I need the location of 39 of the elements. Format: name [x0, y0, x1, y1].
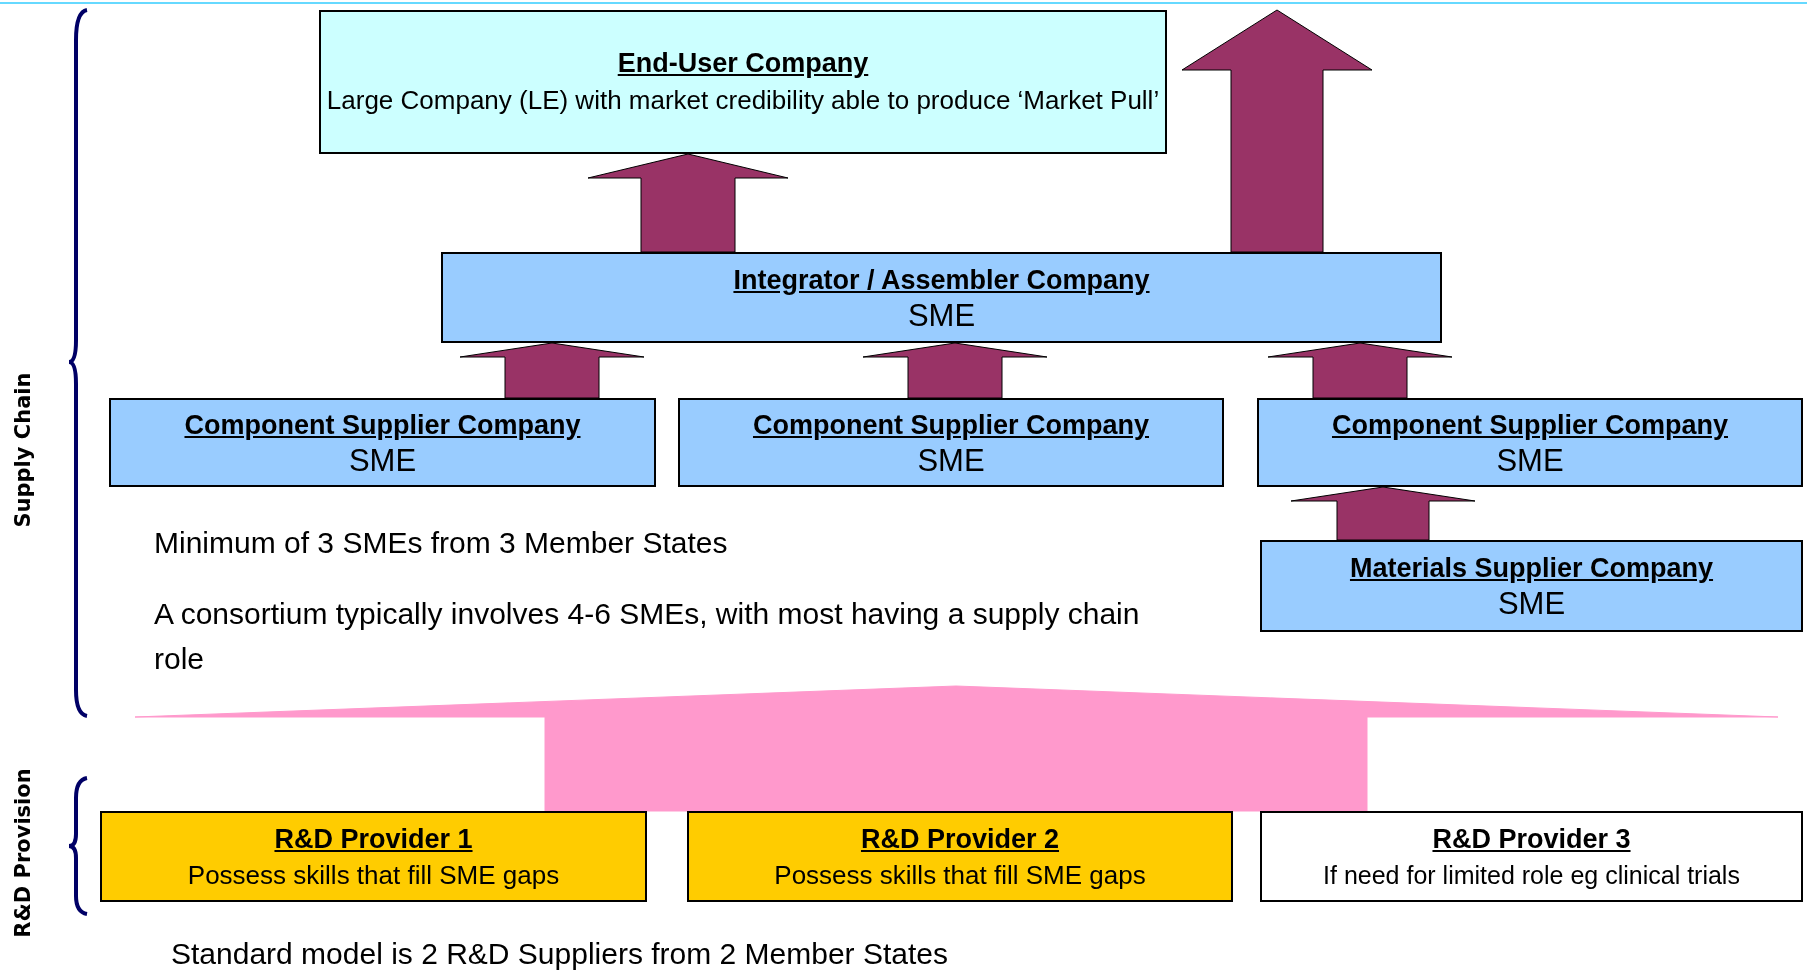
- axis-label: R&D Provision: [10, 768, 37, 938]
- box-text: SME: [1497, 586, 1566, 622]
- company-box: [1257, 398, 1803, 487]
- company-box: [1260, 811, 1803, 902]
- note-text: Minimum of 3 SMEs from 3 Member States: [154, 525, 728, 561]
- block-arrow: [587, 153, 789, 253]
- block-arrow: [862, 342, 1048, 399]
- company-box: [1260, 540, 1803, 632]
- box-title: R&D Provider 3: [1432, 822, 1631, 856]
- box-title: Component Supplier Company: [184, 408, 581, 442]
- wide-block-arrow: [134, 685, 1779, 812]
- box-title: Component Supplier Company: [1332, 408, 1728, 442]
- company-box: [100, 811, 647, 902]
- box-text: If need for limited role eg clinical trials: [1323, 859, 1740, 891]
- box-text: SME: [917, 442, 985, 479]
- box-text: Possess skills that fill SME gaps: [187, 858, 560, 892]
- box-text: Possess skills that fill SME gaps: [774, 858, 1146, 892]
- axis-label: Supply Chain: [10, 372, 37, 528]
- box-title: Component Supplier Company: [753, 408, 1149, 442]
- company-box: [319, 10, 1167, 154]
- company-box: [109, 398, 656, 487]
- note-text: A consortium typically involves 4-6 SMEs, with most having a supply chain role: [154, 596, 1141, 677]
- box-title: Materials Supplier Company: [1349, 552, 1714, 585]
- box-title: R&D Provider 2: [860, 822, 1060, 856]
- note-text: Standard model is 2 R&D Suppliers from 2 Member States: [171, 936, 948, 972]
- block-arrow: [1267, 342, 1453, 399]
- box-title: End-User Company: [617, 47, 869, 80]
- box-text: SME: [348, 442, 417, 479]
- block-arrow: [1181, 9, 1373, 253]
- company-box: [687, 811, 1233, 902]
- box-text: SME: [1496, 442, 1564, 479]
- company-box: [678, 398, 1224, 487]
- box-text: Large Company (LE) with market credibility able to produce ‘Market Pull’: [326, 84, 1160, 117]
- box-title: R&D Provider 1: [274, 822, 473, 856]
- company-box: [441, 252, 1442, 343]
- block-arrow: [459, 342, 645, 399]
- box-title: Integrator / Assembler Company: [733, 263, 1150, 297]
- box-text: SME: [907, 297, 976, 334]
- block-arrow: [1290, 486, 1476, 541]
